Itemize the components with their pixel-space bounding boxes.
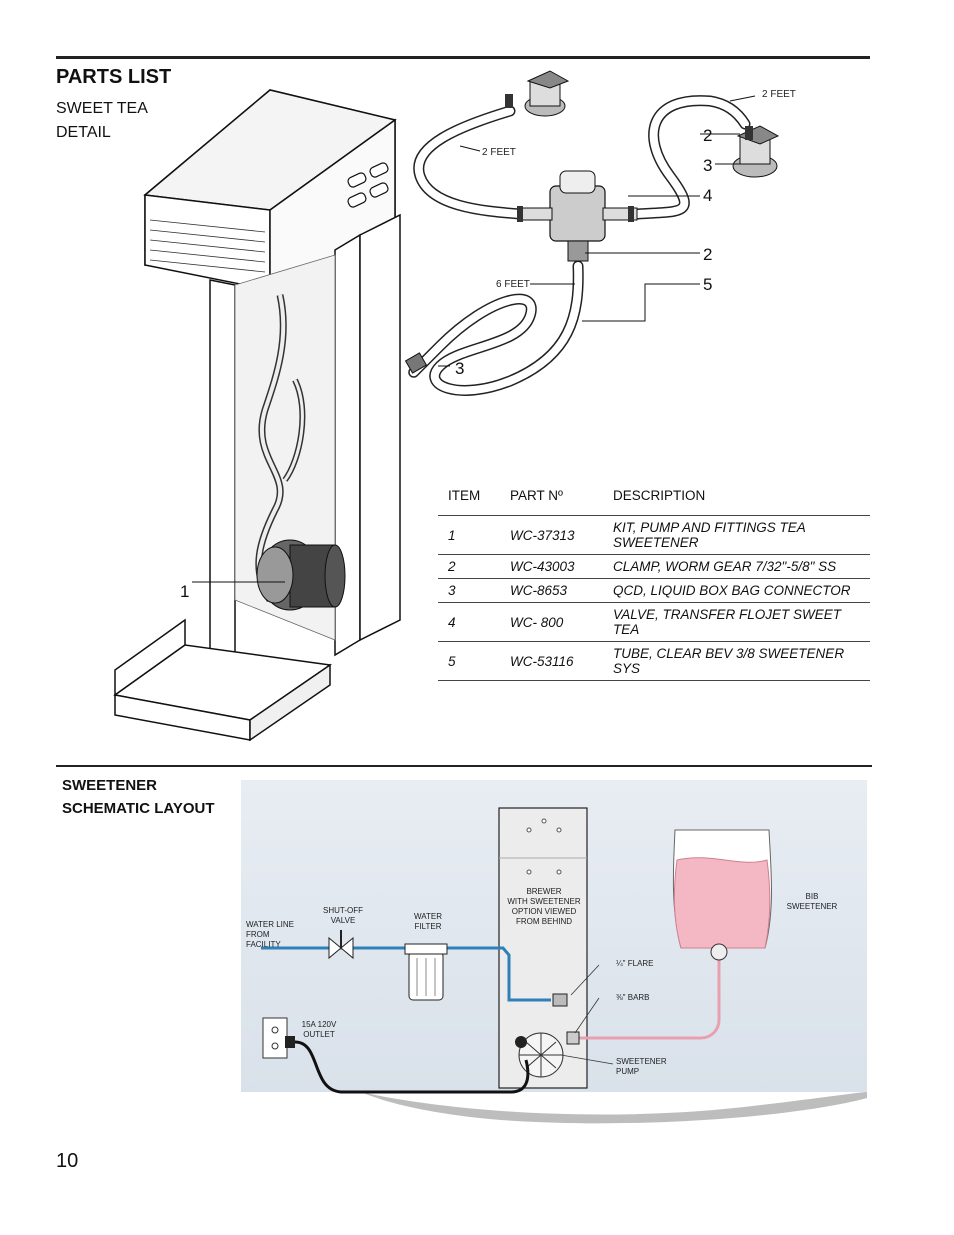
brewer-2: WITH SWEETENER xyxy=(507,897,581,906)
header-part: PART Nº xyxy=(510,488,563,503)
filter-1: WATER xyxy=(414,912,442,921)
header-item: ITEM xyxy=(448,488,481,503)
shutoff-2: VALVE xyxy=(330,916,356,925)
row-description: TUBE, CLEAR BEV 3/8 SWEETENER SYS xyxy=(613,641,870,681)
row-item: 3 xyxy=(438,578,510,603)
header-description: DESCRIPTION xyxy=(613,488,706,503)
hose-label-bottom: 6 FEET xyxy=(496,279,530,290)
table-row: 2 WC-43003 CLAMP, WORM GEAR 7/32"-5/8" S… xyxy=(438,554,870,579)
label-sweetener-pump: SWEETENER PUMP xyxy=(616,1057,667,1077)
subtitle-line2: DETAIL xyxy=(56,124,111,141)
row-item: 2 xyxy=(438,554,510,579)
row-item: 5 xyxy=(438,641,510,681)
hose-assembly-illustration xyxy=(404,70,780,396)
section-rule xyxy=(56,765,872,767)
label-flare: ¼" FLARE xyxy=(616,959,654,968)
row-description: QCD, LIQUID BOX BAG CONNECTOR xyxy=(613,578,870,603)
callout-2a: 2 xyxy=(703,126,713,145)
table-row: 4 WC- 800 VALVE, TRANSFER FLOJET SWEET T… xyxy=(438,602,870,642)
callout-2b: 2 xyxy=(703,245,713,264)
row-description: CLAMP, WORM GEAR 7/32"-5/8" SS xyxy=(613,554,870,579)
label-water-line: WATER LINE FROM FACILITY xyxy=(246,920,306,950)
water-line-2: FROM FACILITY xyxy=(246,930,281,949)
bib-1: BIB xyxy=(805,892,819,901)
brewer-3: OPTION VIEWED xyxy=(511,907,577,916)
label-barb: ⅜" BARB xyxy=(616,993,650,1002)
callout-3a: 3 xyxy=(703,156,713,175)
top-rule xyxy=(56,56,870,59)
water-line-1: WATER LINE xyxy=(246,920,295,929)
parts-table-header: ITEM PART Nº DESCRIPTION xyxy=(438,484,870,516)
label-shutoff-valve: SHUT-OFF VALVE xyxy=(318,906,368,926)
brewer-4: FROM BEHIND xyxy=(516,917,572,926)
callout-5: 5 xyxy=(703,275,713,294)
filter-2: FILTER xyxy=(414,922,442,931)
schematic-diagram xyxy=(241,780,867,1124)
schematic-title-line2: SCHEMATIC LAYOUT xyxy=(62,800,215,817)
row-description: KIT, PUMP AND FITTINGS TEA SWEETENER xyxy=(613,515,870,555)
row-part: WC-53116 xyxy=(510,641,613,681)
label-outlet: 15A 120V OUTLET xyxy=(297,1020,341,1040)
outlet-1: 15A 120V xyxy=(301,1020,337,1029)
callout-3b: 3 xyxy=(455,359,465,378)
row-item: 4 xyxy=(438,602,510,642)
row-part: WC-8653 xyxy=(510,578,613,603)
row-part: WC-43003 xyxy=(510,554,613,579)
shutoff-1: SHUT-OFF xyxy=(323,906,363,915)
hose-label-left-top: 2 FEET xyxy=(482,147,516,158)
parts-table: ITEM PART Nº DESCRIPTION 1 WC-37313 KIT,… xyxy=(438,484,870,681)
pump-1: SWEETENER xyxy=(616,1057,667,1066)
outlet-2: OUTLET xyxy=(303,1030,335,1039)
hose-label-right-top: 2 FEET xyxy=(762,89,796,100)
label-brewer: BREWER WITH SWEETENER OPTION VIEWED FROM… xyxy=(501,887,587,927)
row-description: VALVE, TRANSFER FLOJET SWEET TEA xyxy=(613,602,870,642)
subtitle-line1: SWEET TEA xyxy=(56,100,148,117)
row-part: WC- 800 xyxy=(510,602,613,642)
row-part: WC-37313 xyxy=(510,515,613,555)
brewer-1: BREWER xyxy=(526,887,562,896)
label-water-filter: WATER FILTER xyxy=(406,912,450,932)
pump-2: PUMP xyxy=(616,1067,640,1076)
page-number: 10 xyxy=(56,1150,79,1172)
schematic-title-line1: SWEETENER xyxy=(62,777,158,794)
table-row: 3 WC-8653 QCD, LIQUID BOX BAG CONNECTOR xyxy=(438,578,870,603)
page-title: PARTS LIST xyxy=(56,66,172,88)
bib-2: SWEETENER xyxy=(786,902,838,911)
table-row: 5 WC-53116 TUBE, CLEAR BEV 3/8 SWEETENER… xyxy=(438,641,870,681)
callout-4: 4 xyxy=(703,186,713,205)
table-row: 1 WC-37313 KIT, PUMP AND FITTINGS TEA SW… xyxy=(438,515,870,555)
brewer-illustration xyxy=(113,89,401,742)
row-item: 1 xyxy=(438,515,510,555)
callout-1: 1 xyxy=(180,582,190,601)
label-bib-sweetener: BIB SWEETENER xyxy=(784,892,840,912)
